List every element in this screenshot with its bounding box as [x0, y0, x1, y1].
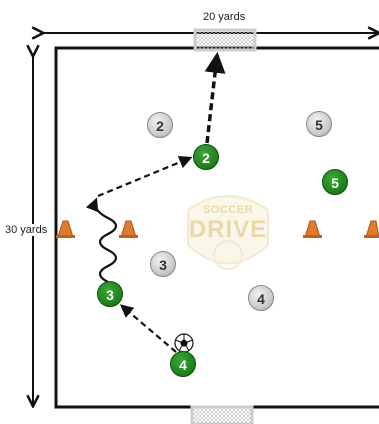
soccer-ball-icon — [174, 333, 194, 353]
pass-arrow — [97, 155, 193, 198]
logo-text-top: SOCCER — [202, 204, 254, 216]
defender-5[interactable]: 5 — [306, 111, 332, 137]
attacker-5[interactable]: 5 — [322, 169, 348, 195]
pass-arrow — [119, 304, 177, 353]
soccer-drive-logo — [187, 195, 269, 270]
width-dimension-label: 20 yards — [200, 11, 249, 23]
attacker-4[interactable]: 4 — [170, 351, 196, 377]
defender-2[interactable]: 2 — [147, 112, 173, 138]
defender-4[interactable]: 4 — [248, 285, 274, 311]
goal-icon — [190, 405, 254, 424]
height-dimension-label: 30 yards — [4, 224, 49, 236]
dribble-arrow — [85, 197, 118, 283]
cone-icon — [119, 220, 138, 238]
attacker-3[interactable]: 3 — [97, 281, 123, 307]
cone-icon — [303, 220, 322, 238]
cone-icon — [364, 220, 379, 238]
goal-icon — [193, 28, 257, 52]
attacker-2[interactable]: 2 — [193, 144, 219, 170]
cone-icon — [56, 220, 75, 238]
shot-arrow — [204, 51, 226, 144]
logo-text-main: DRIVE — [188, 216, 268, 243]
defender-3[interactable]: 3 — [150, 251, 176, 277]
